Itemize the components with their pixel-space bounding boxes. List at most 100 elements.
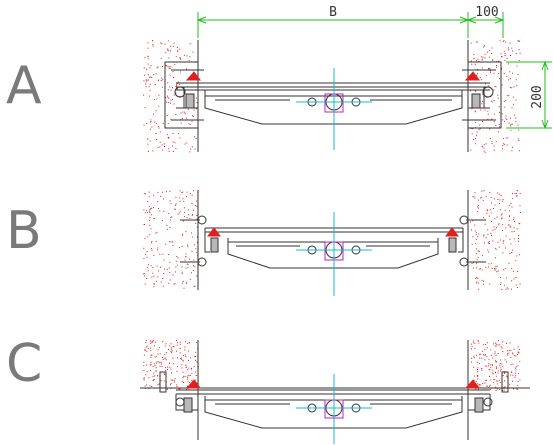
wall-speckle [513, 217, 515, 219]
wall-speckle [493, 198, 495, 200]
wall-speckle [181, 381, 183, 383]
wall-speckle [171, 372, 172, 374]
wall-speckle [499, 389, 501, 390]
wall-speckle [496, 388, 498, 390]
wall-speckle [160, 57, 162, 59]
wall-speckle [487, 113, 489, 115]
wall-speckle [510, 124, 512, 125]
wall-speckle [515, 99, 517, 101]
wall-speckle [195, 359, 196, 361]
wall-speckle [179, 95, 181, 97]
wall-speckle [474, 197, 476, 199]
wall-speckle [149, 224, 151, 226]
wall-speckle [181, 266, 183, 268]
wall-speckle [483, 46, 485, 48]
wall-speckle [472, 340, 474, 342]
wall-speckle [478, 250, 479, 252]
wall-speckle [502, 252, 504, 254]
wall-speckle [497, 97, 499, 99]
wall-speckle [189, 375, 191, 377]
wall-speckle [502, 366, 504, 368]
wall-speckle [149, 128, 151, 130]
wall-speckle [491, 364, 493, 365]
wall-speckle [490, 202, 492, 204]
wall-speckle [154, 356, 156, 358]
wall-speckle [188, 367, 190, 369]
wall-speckle [517, 385, 519, 387]
wall-speckle [511, 372, 513, 374]
wall-speckle [512, 96, 514, 98]
wall-speckle [163, 259, 165, 261]
wall-speckle [157, 125, 159, 127]
wall-speckle [185, 117, 187, 119]
wall-speckle [196, 275, 198, 277]
wall-speckle [187, 266, 189, 268]
wall-speckle [157, 191, 159, 193]
wall-speckle [471, 108, 473, 110]
wall-speckle [473, 355, 475, 357]
wall-speckle [485, 143, 487, 145]
wall-speckle [505, 41, 507, 43]
wall-speckle [153, 207, 154, 209]
wall-speckle [489, 369, 491, 371]
wall-speckle [162, 359, 164, 360]
wall-speckle [511, 352, 513, 354]
wall-speckle [472, 236, 474, 238]
wall-speckle [147, 74, 149, 76]
wall-speckle [165, 65, 167, 66]
wall-speckle [494, 342, 496, 344]
wall-speckle [480, 109, 482, 111]
wall-speckle [512, 380, 513, 382]
wall-speckle [501, 56, 502, 57]
wall-speckle [483, 144, 485, 146]
wall-speckle [509, 226, 511, 228]
wall-speckle [188, 214, 190, 216]
wall-speckle [149, 364, 151, 366]
wall-speckle [171, 216, 173, 218]
wall-speckle [477, 369, 478, 370]
wall-speckle [476, 276, 478, 278]
wall-speckle [177, 213, 179, 215]
wall-speckle [486, 212, 488, 214]
wall-speckle [508, 349, 510, 351]
wall-speckle [508, 49, 510, 51]
wall-speckle [487, 85, 489, 87]
wall-speckle [179, 200, 181, 202]
wall-speckle [149, 83, 151, 85]
wall-speckle [157, 80, 159, 82]
wall-speckle [189, 278, 191, 280]
wall-speckle [186, 263, 188, 265]
wall-speckle [196, 218, 198, 220]
wall-speckle [168, 97, 170, 99]
wall-speckle [158, 383, 160, 385]
wall-speckle [476, 267, 478, 269]
wall-speckle [510, 349, 512, 351]
wall-speckle [153, 283, 155, 285]
wall-speckle [500, 282, 502, 284]
wall-speckle [476, 74, 477, 76]
wall-speckle [187, 385, 188, 387]
wall-speckle [517, 271, 518, 272]
wall-speckle [496, 367, 498, 369]
wall-speckle [498, 60, 500, 62]
wall-speckle [475, 239, 477, 240]
wall-speckle [153, 275, 155, 277]
wall-speckle [187, 381, 189, 383]
wall-speckle [182, 233, 184, 235]
wall-speckle [179, 352, 181, 354]
wall-speckle [157, 353, 159, 355]
wall-speckle [477, 340, 479, 342]
wall-speckle [519, 205, 521, 207]
wall-speckle [150, 340, 151, 342]
wall-speckle [516, 65, 518, 67]
wall-speckle [162, 285, 164, 287]
wall-speckle [517, 124, 519, 126]
wall-speckle [517, 373, 519, 375]
wall-speckle [187, 244, 188, 246]
wall-speckle [489, 71, 491, 73]
wall-speckle [495, 266, 497, 268]
wall-speckle [495, 354, 497, 356]
wall-speckle [186, 388, 188, 390]
wall-speckle [156, 362, 158, 364]
wall-speckle [144, 385, 146, 387]
